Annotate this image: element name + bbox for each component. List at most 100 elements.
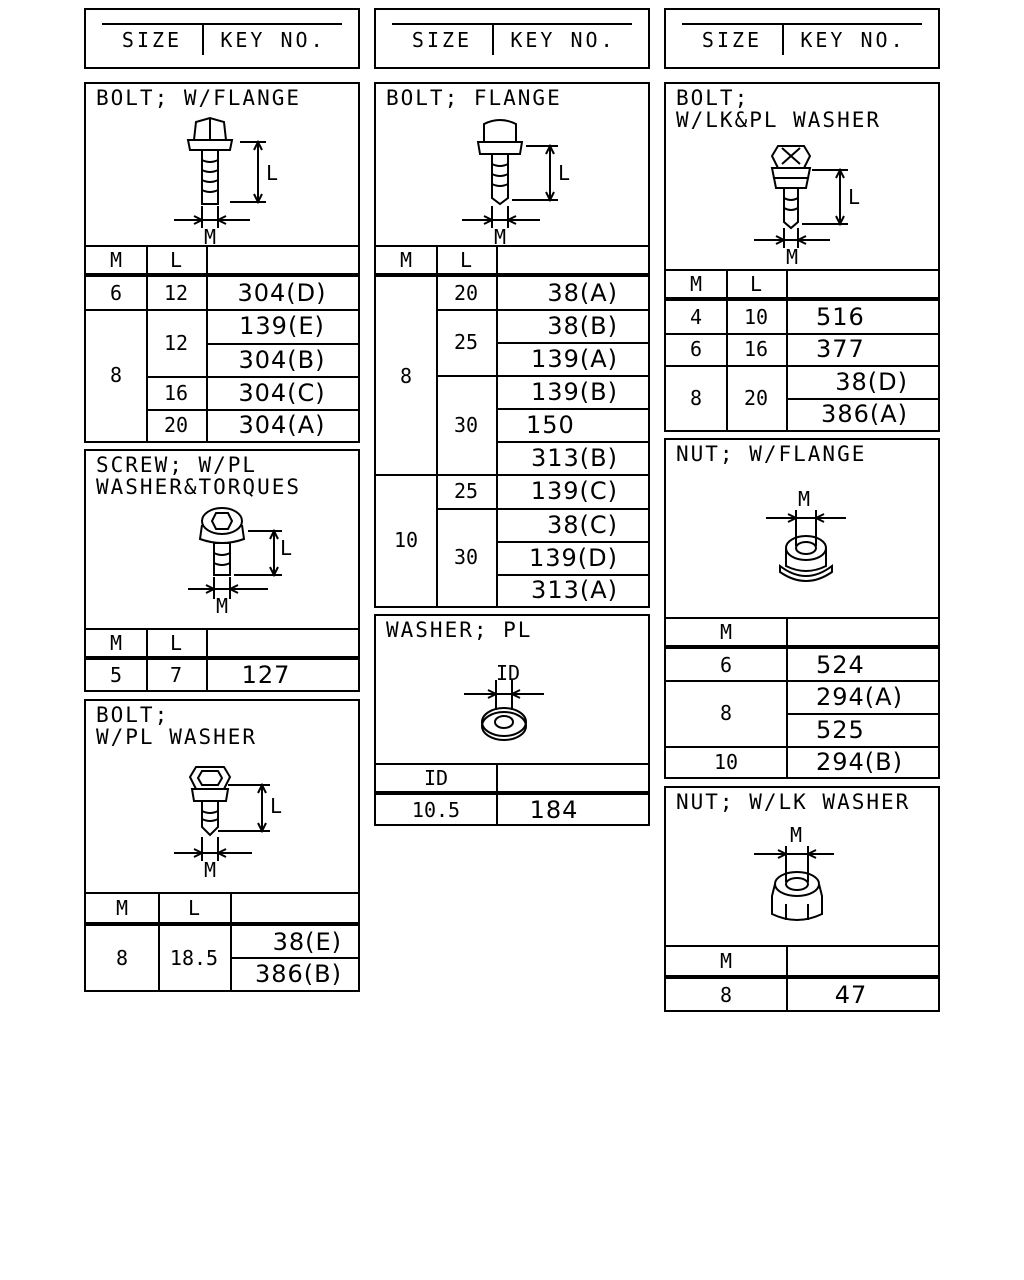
divider bbox=[786, 713, 938, 715]
divider bbox=[496, 441, 648, 443]
col-id-header: ID bbox=[423, 766, 449, 790]
col-m-header: M bbox=[689, 272, 703, 296]
panel-title: NUT; W/LK WASHER bbox=[676, 790, 911, 814]
divider bbox=[666, 333, 938, 335]
col-l-header: L bbox=[459, 248, 473, 272]
divider bbox=[666, 645, 938, 649]
divider bbox=[86, 892, 358, 894]
dim-m-text: M bbox=[798, 487, 810, 511]
divider bbox=[376, 763, 648, 765]
cell-l: 25 bbox=[453, 479, 479, 503]
divider bbox=[436, 309, 648, 311]
divider bbox=[496, 245, 498, 606]
lock-nut-illustration: M bbox=[754, 823, 834, 921]
divider bbox=[666, 746, 938, 748]
cell-id: 10.5 bbox=[411, 797, 461, 822]
divider bbox=[436, 508, 648, 510]
cell-l: 20 bbox=[453, 281, 479, 305]
cell-m: 8 bbox=[115, 946, 129, 970]
washer-illustration: ID bbox=[464, 661, 544, 741]
cell-m: 10 bbox=[393, 528, 419, 552]
flange-nut-illustration: M bbox=[766, 487, 846, 582]
divider bbox=[496, 574, 648, 576]
col-l-header: L bbox=[749, 272, 763, 296]
divider bbox=[496, 408, 648, 410]
cell-key: 184 bbox=[529, 795, 579, 824]
cell-key: 38(B) bbox=[547, 311, 618, 340]
divider bbox=[376, 474, 648, 476]
cell-key: 304(D) bbox=[237, 279, 327, 307]
bolt-lock-washer-illustration: L M bbox=[754, 145, 860, 269]
cell-l: 20 bbox=[163, 413, 189, 437]
cell-m: 5 bbox=[109, 663, 123, 687]
cell-key: 304(B) bbox=[238, 345, 326, 374]
bolt-flange-panel: BOLT; FLANGE L M M L 8 10 20 25 30 25 30… bbox=[374, 82, 650, 608]
panel-title: SCREW; W/PL bbox=[96, 453, 258, 477]
cell-key: 150 bbox=[526, 410, 575, 439]
bolt-washer-illustration: L M bbox=[174, 766, 282, 882]
screw-w-pl-washer-panel: SCREW; W/PL WASHER&TORQUES L M M L 5 7 1… bbox=[84, 449, 360, 692]
panel-title: NUT; W/FLANGE bbox=[676, 442, 867, 466]
divider bbox=[376, 791, 648, 795]
cell-m: 8 bbox=[719, 982, 733, 1007]
divider bbox=[666, 365, 938, 367]
dim-m-text: M bbox=[216, 594, 228, 618]
divider bbox=[666, 680, 938, 682]
dim-m-text: M bbox=[204, 858, 216, 882]
cell-key: 38(A) bbox=[547, 279, 618, 307]
divider bbox=[496, 541, 648, 543]
cell-key: 516 bbox=[816, 303, 865, 331]
cell-key: 304(A) bbox=[238, 411, 326, 439]
divider bbox=[146, 245, 148, 441]
divider bbox=[86, 309, 358, 311]
cell-l: 12 bbox=[163, 330, 189, 355]
cell-key: 127 bbox=[241, 661, 291, 689]
panel-title: BOLT; bbox=[96, 703, 170, 727]
divider bbox=[786, 398, 938, 400]
cell-m: 10 bbox=[713, 749, 739, 774]
divider bbox=[666, 617, 938, 619]
bolt-flange-illustration: L M bbox=[462, 119, 570, 249]
col-l-header: L bbox=[187, 896, 201, 920]
cell-key: 139(A) bbox=[531, 344, 618, 373]
size-label: SIZE bbox=[102, 24, 204, 55]
key-no-label: KEY NO. bbox=[220, 27, 326, 52]
bolt-w-flange-panel: BOLT; W/FLANGE L M M L 6 12 304(D) 8 12 … bbox=[84, 82, 360, 443]
panel-title: BOLT; FLANGE bbox=[386, 86, 562, 110]
divider bbox=[146, 376, 358, 378]
panel-title: BOLT; bbox=[676, 86, 750, 110]
col-m-header: M bbox=[399, 248, 413, 272]
cell-key: 139(E) bbox=[239, 312, 325, 340]
cell-l: 18.5 bbox=[169, 946, 219, 970]
bolt-w-lk-pl-washer-panel: BOLT; W/LK&PL WASHER L M M L 4 10 516 6 … bbox=[664, 82, 940, 432]
dim-m-text: M bbox=[786, 245, 798, 269]
divider bbox=[86, 922, 358, 926]
cell-m: 8 bbox=[399, 363, 413, 388]
cell-l: 16 bbox=[163, 380, 189, 405]
divider bbox=[726, 269, 728, 430]
divider bbox=[86, 656, 358, 660]
col-l-header: L bbox=[169, 631, 183, 655]
cell-key: 294(A) bbox=[816, 682, 903, 711]
cell-key: 386(A) bbox=[821, 400, 908, 428]
nut-w-lk-washer-panel: NUT; W/LK WASHER M M 8 47 bbox=[664, 786, 940, 1012]
divider bbox=[230, 892, 232, 990]
dim-id-text: ID bbox=[496, 661, 520, 685]
cell-key: 377 bbox=[816, 335, 865, 363]
divider bbox=[146, 409, 358, 411]
bolt-w-pl-washer-panel: BOLT; W/PL WASHER L M M L 8 18.5 38(E) 3… bbox=[84, 699, 360, 992]
cell-m: 6 bbox=[689, 337, 703, 361]
key-no-label: KEY NO. bbox=[800, 27, 906, 52]
bolt-flange-illustration: L M bbox=[174, 116, 278, 249]
cell-m: 8 bbox=[719, 701, 733, 725]
cell-m: 8 bbox=[689, 385, 703, 410]
divider bbox=[496, 342, 648, 344]
cell-m: 8 bbox=[109, 363, 123, 387]
cell-l: 10 bbox=[743, 305, 769, 329]
divider bbox=[786, 269, 788, 430]
divider bbox=[376, 245, 648, 247]
cell-l: 30 bbox=[453, 412, 479, 437]
divider bbox=[206, 343, 358, 345]
cell-l: 25 bbox=[453, 330, 479, 354]
dim-l-text: L bbox=[270, 794, 282, 818]
